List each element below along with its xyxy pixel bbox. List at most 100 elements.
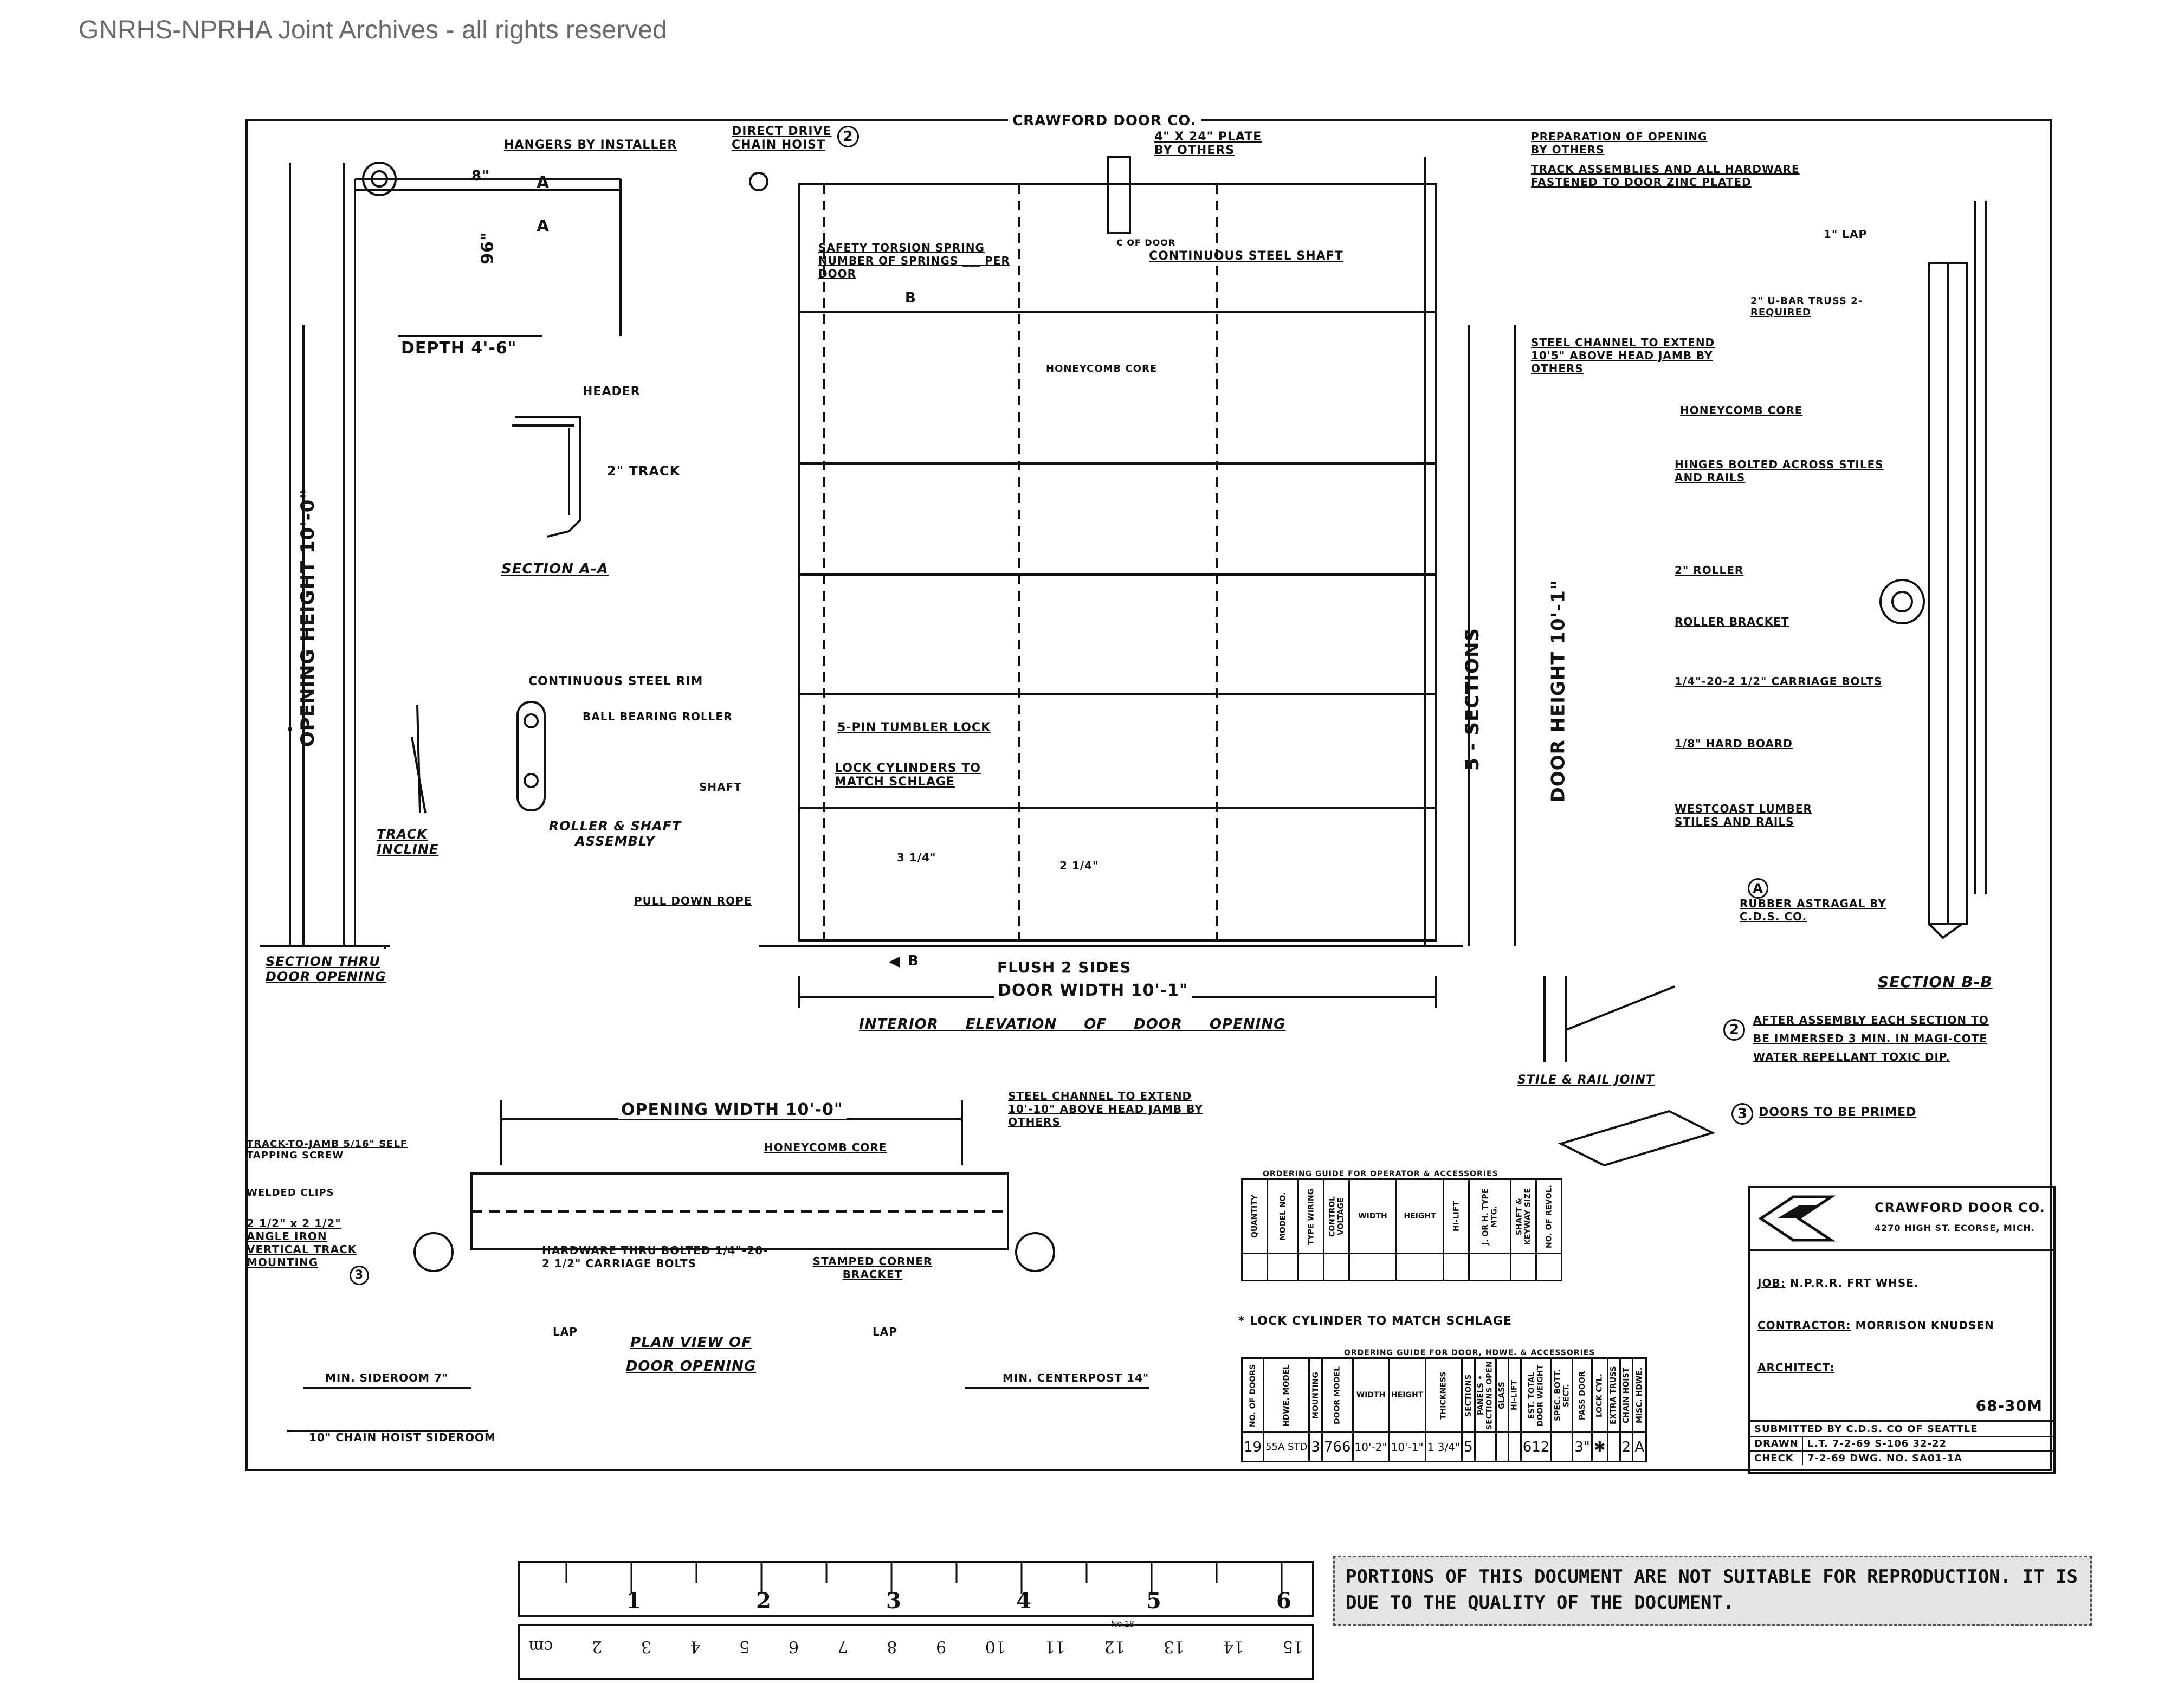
op-header: SHAFT & KEYWAY SIZE (1510, 1179, 1536, 1254)
cm-label: 2 (592, 1637, 603, 1656)
label-opening-width: OPENING WIDTH 10'-0" (618, 1100, 847, 1119)
label-interior-elevation: INTERIOR ELEVATION OF DOOR OPENING (859, 1016, 1286, 1033)
job-label: JOB: (1757, 1276, 1786, 1289)
door-header: MOUNTING (1309, 1358, 1322, 1433)
label-pull-rope: PULL DOWN ROPE (634, 894, 752, 907)
label-lap-left: LAP (553, 1325, 578, 1338)
company-header: CRAWFORD DOOR CO. (1008, 113, 1201, 129)
op-header: HI-LIFT (1443, 1179, 1469, 1254)
label-hinges: HINGES BOLTED ACROSS STILES AND RAILS (1675, 458, 1884, 484)
door-cell: 5 (1461, 1431, 1476, 1462)
title-contractor-row: CONTRACTOR: MORRISON KNUDSEN (1757, 1304, 2046, 1346)
door-header: MISC. HDWE. (1632, 1358, 1646, 1433)
cm-label: 6 (788, 1637, 799, 1656)
label-hangers: HANGERS BY INSTALLER (504, 138, 677, 152)
label-plate: 4" X 24" PLATE BY OTHERS (1154, 130, 1262, 157)
door-header: NO. OF DOORS (1242, 1358, 1264, 1433)
title-address: 4270 HIGH ST. ECORSE, MICH. (1875, 1223, 2035, 1233)
label-header: HEADER (583, 385, 641, 398)
cm-label: 3 (641, 1637, 651, 1656)
door-table-title: ORDERING GUIDE FOR DOOR, HDWE. & ACCESSO… (1344, 1349, 1595, 1357)
cm-label: 9 (936, 1637, 947, 1656)
cm-label: 8 (887, 1637, 897, 1656)
label-chain-hoist-sideroom: 10" CHAIN HOIST SIDEROOM (309, 1431, 496, 1444)
label-cl-door: C OF DOOR (1116, 237, 1176, 248)
label-circle-3: 3 (350, 1266, 369, 1285)
door-cell: 19 (1240, 1431, 1265, 1462)
label-stamped-corner: STAMPED CORNER BRACKET (812, 1255, 933, 1281)
label-track-to-jamb: TRACK-TO-JAMB 5/16" SELF TAPPING SCREW (247, 1138, 408, 1161)
label-prep: PREPARATION OF OPENING BY OTHERS (1531, 130, 1708, 156)
door-header: THICKNESS (1425, 1358, 1462, 1433)
label-shaft: SHAFT (699, 781, 742, 794)
label-roller-bracket: ROLLER BRACKET (1675, 615, 1789, 628)
door-cell (1606, 1431, 1621, 1462)
label-lock-note: * LOCK CYLINDER TO MATCH SCHLAGE (1238, 1314, 1512, 1328)
cm-label: cm (528, 1637, 553, 1656)
ruler-inch-4: 4 (1016, 1588, 1032, 1614)
scale-ruler: 1 2 3 4 5 6 No.18 cm 2 3 4 5 6 7 8 9 10 … (518, 1561, 1314, 1680)
door-cell: 612 (1520, 1431, 1553, 1462)
title-company-row: CRAWFORD DOOR CO. 4270 HIGH ST. ECORSE, … (1750, 1188, 2053, 1251)
title-job-row: JOB: N.P.R.R. FRT WHSE. (1757, 1262, 2046, 1304)
contractor-label: CONTRACTOR: (1757, 1319, 1851, 1332)
door-cell: 55A STD (1263, 1431, 1310, 1462)
title-submitted: SUBMITTED BY C.D.S. CO OF SEATTLE (1750, 1422, 2053, 1437)
reproduction-notice: PORTIONS OF THIS DOCUMENT ARE NOT SUITAB… (1333, 1556, 2092, 1626)
notice-text: PORTIONS OF THIS DOCUMENT ARE NOT SUITAB… (1346, 1566, 2078, 1614)
label-section-aa: SECTION A-A (501, 561, 609, 577)
architect-label: ARCHITECT: (1757, 1361, 1835, 1374)
label-dim-8: 8" (471, 168, 490, 184)
label-continuous-shaft: CONTINUOUS STEEL SHAFT (1149, 249, 1343, 263)
door-header: LOCK CYL. (1592, 1358, 1608, 1433)
label-circle-a: A (1748, 878, 1768, 899)
door-cell: 3" (1572, 1431, 1593, 1462)
ruler-inch-2: 2 (756, 1588, 772, 1614)
label-lap-right: LAP (873, 1325, 897, 1338)
label-min-sideroom: MIN. SIDEROOM 7" (325, 1371, 449, 1384)
door-header: HEIGHT (1388, 1357, 1426, 1433)
label-dim-96: 96" (478, 231, 497, 265)
door-cell: 3 (1308, 1431, 1323, 1462)
label-track-incline: TRACK INCLINE (377, 827, 439, 857)
door-header: WIDTH (1352, 1357, 1390, 1433)
door-cell (1550, 1431, 1574, 1462)
operator-ordering-guide: ORDERING GUIDE FOR OPERATOR & ACCESSORIE… (1241, 1170, 1562, 1281)
ruler-brand: No.18 (1111, 1620, 1134, 1629)
label-torsion-spring: SAFETY TORSION SPRING NUMBER OF SPRINGS … (818, 241, 1010, 280)
title-block: CRAWFORD DOOR CO. 4270 HIGH ST. ECORSE, … (1748, 1186, 2056, 1474)
label-continuous-rim: CONTINUOUS STEEL RIM (528, 675, 703, 688)
label-b-bot: B (908, 953, 919, 969)
label-min-centerpost: MIN. CENTERPOST 14" (1003, 1371, 1149, 1384)
label-hardware-bolted: HARDWARE THRU BOLTED 1/4"-20-2 1/2" CARR… (542, 1244, 768, 1270)
door-header: SPEC. BOTT. SECT. (1551, 1358, 1573, 1433)
door-header: EXTRA TRUSS (1607, 1358, 1620, 1433)
ruler-inch-1: 1 (626, 1588, 642, 1614)
label-dim-2-14: 2 1/4" (1059, 859, 1099, 872)
door-header: PANELS • SECTIONS OPEN (1475, 1358, 1496, 1433)
door-header: HDWE. MODEL (1263, 1358, 1309, 1433)
door-header: EST. TOTAL DOOR WEIGHT (1521, 1358, 1552, 1433)
door-cell: 10'-2" (1352, 1431, 1390, 1462)
label-depth: DEPTH 4'-6" (401, 339, 517, 358)
label-door-width: DOOR WIDTH 10'-1" (994, 981, 1192, 1000)
door-cell: 2 (1619, 1431, 1634, 1462)
contractor-value: MORRISON KNUDSEN (1855, 1319, 1994, 1332)
label-hardboard: 1/8" HARD BOARD (1675, 737, 1793, 750)
door-cell (1495, 1431, 1509, 1462)
cm-label: 5 (739, 1637, 750, 1656)
cm-label: 15 (1282, 1637, 1303, 1656)
door-table: NO. OF DOORS HDWE. MODEL MOUNTING DOOR M… (1240, 1357, 1647, 1462)
op-header: NO. OF REVOL. (1536, 1179, 1562, 1254)
title-code: 68-30M (1975, 1397, 2043, 1415)
archive-watermark: GNRHS-NPRHA Joint Archives - all rights … (79, 16, 667, 44)
op-header: CONTROL VOLTAGE (1323, 1179, 1349, 1254)
label-a-top: A (537, 173, 550, 192)
door-header: GLASS (1496, 1358, 1509, 1433)
op-header: MODEL NO. (1267, 1179, 1298, 1254)
door-header: PASS DOOR (1572, 1358, 1592, 1433)
label-section-bb: SECTION B-B (1878, 973, 1993, 991)
label-door-height: DOOR HEIGHT 10'-1" (1547, 579, 1569, 803)
label-carriage-bolts: 1/4"-20-2 1/2" CARRIAGE BOLTS (1675, 675, 1883, 688)
